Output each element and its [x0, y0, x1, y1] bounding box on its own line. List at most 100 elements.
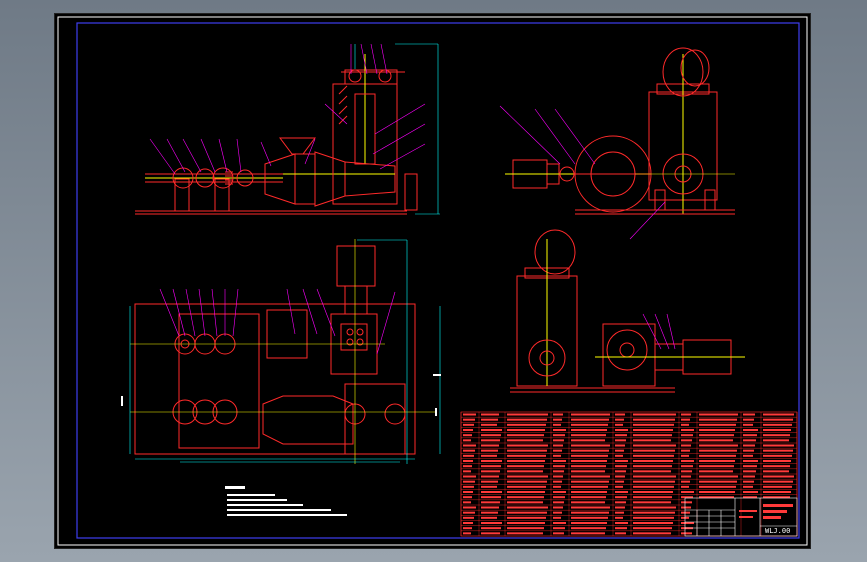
- table-cell-mark: [571, 532, 605, 535]
- table-cell-mark: [633, 506, 676, 509]
- table-cell-mark: [681, 480, 690, 483]
- table-cell-mark: [615, 470, 626, 473]
- table-cell-mark: [681, 470, 692, 473]
- table-cell-mark: [507, 449, 547, 452]
- table-cell-mark: [463, 460, 473, 462]
- table-cell-mark: [507, 429, 545, 431]
- table-cell-mark: [699, 413, 738, 416]
- table-cell-mark: [571, 454, 608, 457]
- table-cell-mark: [743, 475, 755, 478]
- table-cell-mark: [553, 454, 561, 457]
- table-cell-mark: [463, 475, 476, 478]
- table-cell-mark: [615, 496, 627, 499]
- table-cell-mark: [633, 527, 672, 530]
- table-cell-mark: [699, 460, 735, 462]
- table-cell-mark: [463, 465, 472, 468]
- table-cell-mark: [633, 454, 674, 457]
- table-cell-mark: [633, 475, 676, 478]
- table-cell-mark: [615, 511, 624, 514]
- table-cell-mark: [507, 496, 544, 499]
- table-cell-mark: [571, 439, 605, 442]
- table-cell-mark: [481, 511, 498, 514]
- parts-list-cells: [463, 413, 794, 535]
- table-cell-mark: [763, 496, 790, 499]
- table-cell-mark: [681, 485, 689, 488]
- table-cell-mark: [507, 480, 547, 483]
- table-cell-mark: [507, 511, 547, 514]
- side-view-leaders: [499, 105, 666, 240]
- table-cell-mark: [553, 418, 562, 421]
- table-cell-mark: [633, 423, 674, 426]
- table-cell-mark: [743, 418, 754, 421]
- table-cell-mark: [615, 480, 624, 483]
- table-cell-mark: [681, 475, 691, 478]
- table-cell-mark: [553, 532, 564, 535]
- table-cell-mark: [763, 460, 791, 462]
- table-cell-mark: [699, 418, 737, 421]
- table-cell-mark: [699, 480, 737, 483]
- table-cell-mark: [571, 434, 606, 437]
- table-cell-mark: [481, 506, 499, 509]
- rear-view: [510, 229, 745, 393]
- assembly-drawing: [57, 16, 808, 546]
- table-cell-mark: [681, 465, 693, 468]
- table-cell-mark: [553, 439, 564, 442]
- table-cell-mark: [463, 413, 476, 416]
- table-cell-mark: [507, 522, 545, 524]
- table-cell-mark: [633, 444, 676, 447]
- table-cell-mark: [553, 496, 565, 499]
- table-cell-mark: [481, 522, 502, 524]
- plan-view-centerlines: [130, 239, 435, 464]
- table-cell-mark: [743, 444, 755, 447]
- table-cell-mark: [743, 429, 758, 431]
- title-block-marks: [739, 504, 793, 519]
- table-cell-mark: [463, 491, 473, 493]
- table-cell-mark: [699, 429, 735, 431]
- table-cell-mark: [553, 475, 563, 478]
- table-cell-mark: [571, 470, 605, 473]
- table-cell-mark: [507, 413, 548, 416]
- table-cell-mark: [481, 475, 499, 478]
- table-cell-mark: [571, 449, 609, 452]
- table-cell-mark: [571, 444, 610, 447]
- table-cell-mark: [481, 480, 498, 483]
- table-cell-mark: [463, 506, 476, 509]
- table-cell-mark: [633, 470, 671, 473]
- table-cell-mark: [463, 434, 472, 437]
- table-cell-mark: [481, 444, 499, 447]
- table-cell-mark: [743, 413, 755, 416]
- table-cell-mark: [615, 454, 623, 457]
- table-cell-mark: [681, 413, 691, 416]
- table-cell-mark: [481, 423, 497, 426]
- table-cell-mark: [463, 454, 474, 457]
- table-cell-mark: [507, 485, 546, 488]
- table-cell-mark: [553, 413, 563, 416]
- table-cell-mark: [481, 449, 498, 452]
- table-cell-mark: [763, 444, 794, 447]
- table-cell-mark: [571, 485, 608, 488]
- table-cell-mark: [681, 511, 690, 514]
- table-cell-mark: [633, 501, 671, 504]
- technical-requirements-notes: [225, 486, 347, 516]
- table-cell-mark: [481, 496, 501, 499]
- table-cell-mark: [743, 465, 757, 468]
- table-cell-mark: [763, 413, 794, 416]
- table-cell-mark: [633, 413, 676, 416]
- table-cell-mark: [463, 444, 476, 447]
- front-elevation-view: [135, 54, 418, 215]
- front-elevation-dimensions: [354, 43, 440, 215]
- table-cell-mark: [571, 460, 607, 462]
- cad-viewport[interactable]: WLJ.00: [55, 14, 810, 548]
- table-cell-mark: [699, 475, 738, 478]
- table-cell-mark: [615, 491, 628, 493]
- table-cell-mark: [481, 413, 499, 416]
- table-cell-mark: [553, 527, 565, 530]
- table-cell-mark: [633, 418, 675, 421]
- table-cell-mark: [571, 423, 608, 426]
- table-cell-mark: [571, 501, 605, 504]
- table-cell-mark: [681, 460, 694, 462]
- table-cell-mark: [571, 480, 609, 483]
- table-cell-mark: [463, 470, 471, 473]
- table-cell-mark: [553, 470, 564, 473]
- outer-frame: [57, 16, 808, 546]
